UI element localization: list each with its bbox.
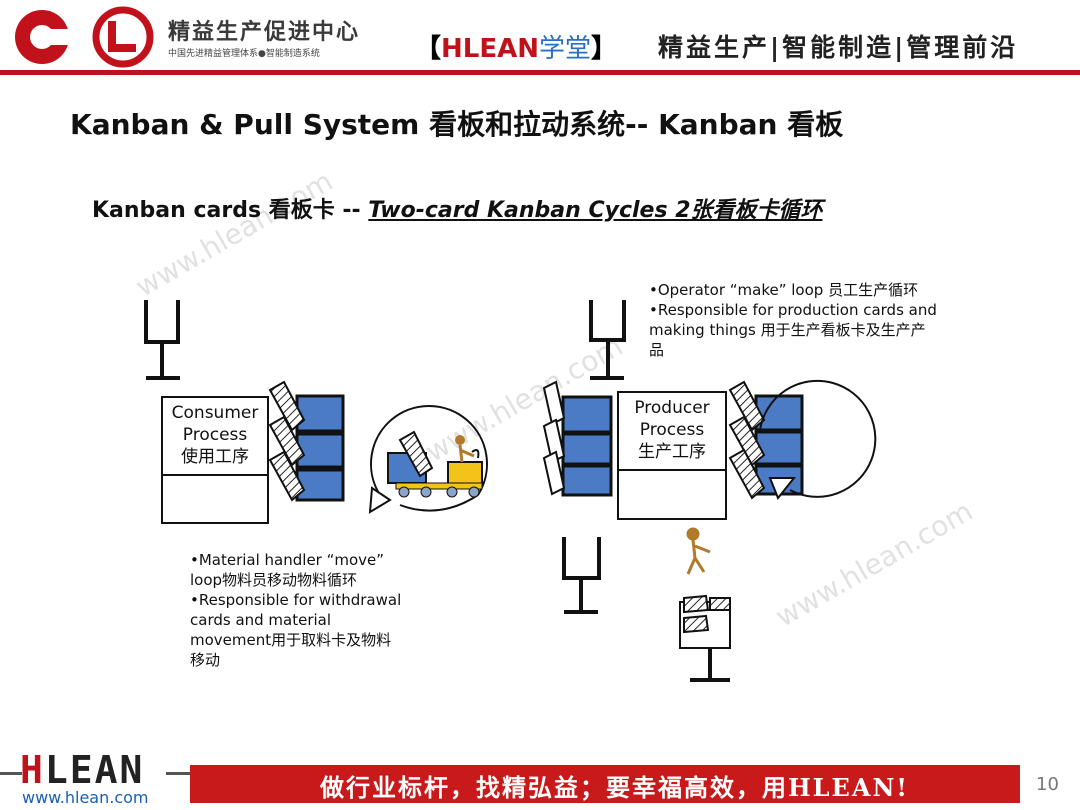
move-loop bbox=[368, 404, 488, 514]
material-cart bbox=[387, 430, 483, 498]
consumer-process-box bbox=[161, 396, 269, 524]
consumer-kanban-post bbox=[144, 300, 180, 380]
note-line: making things 用于生产看板卡及生产产 bbox=[649, 321, 926, 339]
footer-slogan: 做行业标杆，找精弘益；要幸福高效，用HLEAN! bbox=[320, 773, 909, 802]
footer-bar bbox=[190, 765, 1020, 803]
producer-kanban-post bbox=[589, 300, 626, 380]
card-post bbox=[679, 594, 731, 682]
header-slogan: 精益生产|智能制造|管理前沿 bbox=[658, 33, 1019, 62]
producer-output-cards bbox=[728, 380, 766, 500]
consumer-label-line: Consumer bbox=[171, 403, 259, 423]
note-line: •Responsible for withdrawal bbox=[190, 591, 402, 609]
header bbox=[0, 0, 1080, 80]
company-logo bbox=[15, 6, 154, 68]
note-line: movement用于取料卡及物料 bbox=[190, 631, 392, 649]
footer-logo: HLEAN bbox=[20, 748, 144, 792]
operator-loop-note: •Operator “make” loop 员工生产循环 •Responsibl… bbox=[649, 280, 969, 360]
bracket-close: 】 bbox=[591, 34, 618, 64]
footer-rule-left bbox=[0, 772, 22, 775]
brand-subtitle: 中国先进精益管理体系●智能制造系统 bbox=[168, 49, 320, 59]
bracket-open: 【 bbox=[415, 34, 442, 64]
footer-rule-mid bbox=[166, 772, 190, 775]
consumer-process-label: Consumer Process 使用工序 bbox=[162, 402, 268, 468]
slide-title: Kanban & Pull System 看板和拉动系统-- Kanban 看板 bbox=[70, 108, 844, 141]
handler-loop-note: •Material handler “move” loop物料员移动物料循环 •… bbox=[190, 550, 430, 670]
school-brand: HLEAN bbox=[441, 34, 539, 64]
consumer-label-line: Process bbox=[182, 425, 248, 445]
subtitle-link: Two-card Kanban Cycles 2张看板卡循环 bbox=[368, 198, 823, 223]
note-line: loop物料员移动物料循环 bbox=[190, 571, 358, 589]
producer-input-cards bbox=[542, 380, 566, 496]
note-line: 品 bbox=[649, 341, 665, 359]
footer-url[interactable]: www.hlean.com bbox=[22, 788, 149, 807]
producer-lower-kanban-post bbox=[562, 537, 601, 614]
consumer-label-line: 使用工序 bbox=[181, 447, 249, 467]
footer-logo-rest: LEAN bbox=[44, 748, 145, 792]
school-suffix: 学堂 bbox=[539, 34, 592, 64]
consumer-kanban-cards bbox=[268, 380, 306, 502]
slide-subtitle: Kanban cards 看板卡 -- Two-card Kanban Cycl… bbox=[92, 192, 823, 224]
make-loop bbox=[759, 379, 877, 500]
subtitle-prefix: Kanban cards 看板卡 -- bbox=[92, 198, 369, 223]
consumer-containers bbox=[295, 394, 345, 502]
brand-name: 精益生产促进中心 bbox=[168, 19, 361, 45]
note-line: •Material handler “move” bbox=[190, 551, 385, 569]
producer-label-line: Process bbox=[639, 420, 705, 440]
note-line: cards and material bbox=[190, 611, 332, 629]
producer-process-label: Producer Process 生产工序 bbox=[618, 397, 726, 463]
operator-figure bbox=[686, 527, 711, 575]
header-divider bbox=[0, 70, 1080, 75]
note-line: •Responsible for production cards and bbox=[649, 301, 937, 319]
producer-input-containers bbox=[561, 395, 613, 497]
producer-process-box bbox=[617, 391, 727, 520]
hlean-school-title: 【HLEAN学堂】 bbox=[415, 28, 617, 65]
note-line: 移动 bbox=[190, 651, 221, 669]
producer-label-line: Producer bbox=[634, 398, 710, 418]
producer-label-line: 生产工序 bbox=[638, 442, 706, 462]
page-number: 10 bbox=[1036, 774, 1059, 795]
footer-logo-h: H bbox=[20, 748, 45, 792]
note-line: •Operator “make” loop 员工生产循环 bbox=[649, 281, 919, 299]
